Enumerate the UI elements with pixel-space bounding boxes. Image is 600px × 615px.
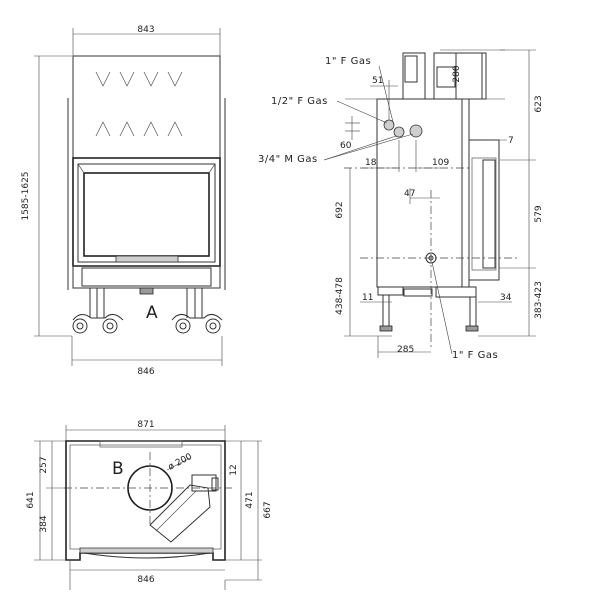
label-b: B — [112, 459, 124, 479]
dim-579: 579 — [534, 205, 544, 222]
dim-843: 843 — [137, 25, 154, 35]
dim-623: 623 — [534, 95, 544, 112]
front-view: 843 1585-1625 — [21, 25, 226, 377]
dim-12: 12 — [229, 464, 239, 475]
label-gas-1in-bottom: 1" F Gas — [452, 350, 498, 361]
dim-641: 641 — [26, 491, 36, 508]
dim-383-423: 383-423 — [534, 281, 544, 319]
dim-51: 51 — [372, 76, 383, 86]
dim-60: 60 — [340, 141, 352, 151]
label-gas-half: 1/2" F Gas — [271, 96, 328, 107]
dim-280: 280 — [452, 65, 462, 82]
vent-chevrons — [95, 71, 183, 137]
dim-7: 7 — [508, 136, 514, 146]
label-gas-1in-top: 1" F Gas — [325, 56, 371, 67]
dim-692: 692 — [335, 201, 345, 218]
top-outline — [65, 440, 226, 561]
label-a: A — [146, 303, 158, 323]
dim-438-478: 438-478 — [335, 277, 345, 315]
dim-1585-1625: 1585-1625 — [21, 171, 31, 220]
dim-109: 109 — [432, 158, 449, 168]
side-view: 1" F Gas 1/2" F Gas 3/4" M Gas 1" F Gas … — [258, 49, 544, 361]
firebox-frame — [72, 157, 221, 267]
burner-bar — [115, 255, 179, 263]
dim-471: 471 — [245, 491, 255, 508]
dim-11: 11 — [362, 293, 373, 303]
dim-diameter: ø 200 — [167, 452, 194, 473]
dim-285: 285 — [397, 345, 414, 355]
dim-667: 667 — [263, 501, 273, 518]
dim-257: 257 — [39, 456, 49, 473]
glass-door — [83, 172, 210, 257]
dim-846: 846 — [137, 367, 154, 377]
dim-846-b: 846 — [137, 575, 154, 585]
dim-871: 871 — [137, 420, 154, 430]
hood-panel — [72, 55, 221, 159]
legs — [72, 288, 223, 334]
top-view: 871 ø 200 B 257 641 384 12 471 — [26, 420, 273, 590]
label-gas-three-quarter: 3/4" M Gas — [258, 154, 318, 165]
dim-384: 384 — [39, 515, 49, 532]
dim-47: 47 — [404, 189, 415, 199]
dim-34: 34 — [500, 293, 512, 303]
dim-18: 18 — [365, 158, 377, 168]
